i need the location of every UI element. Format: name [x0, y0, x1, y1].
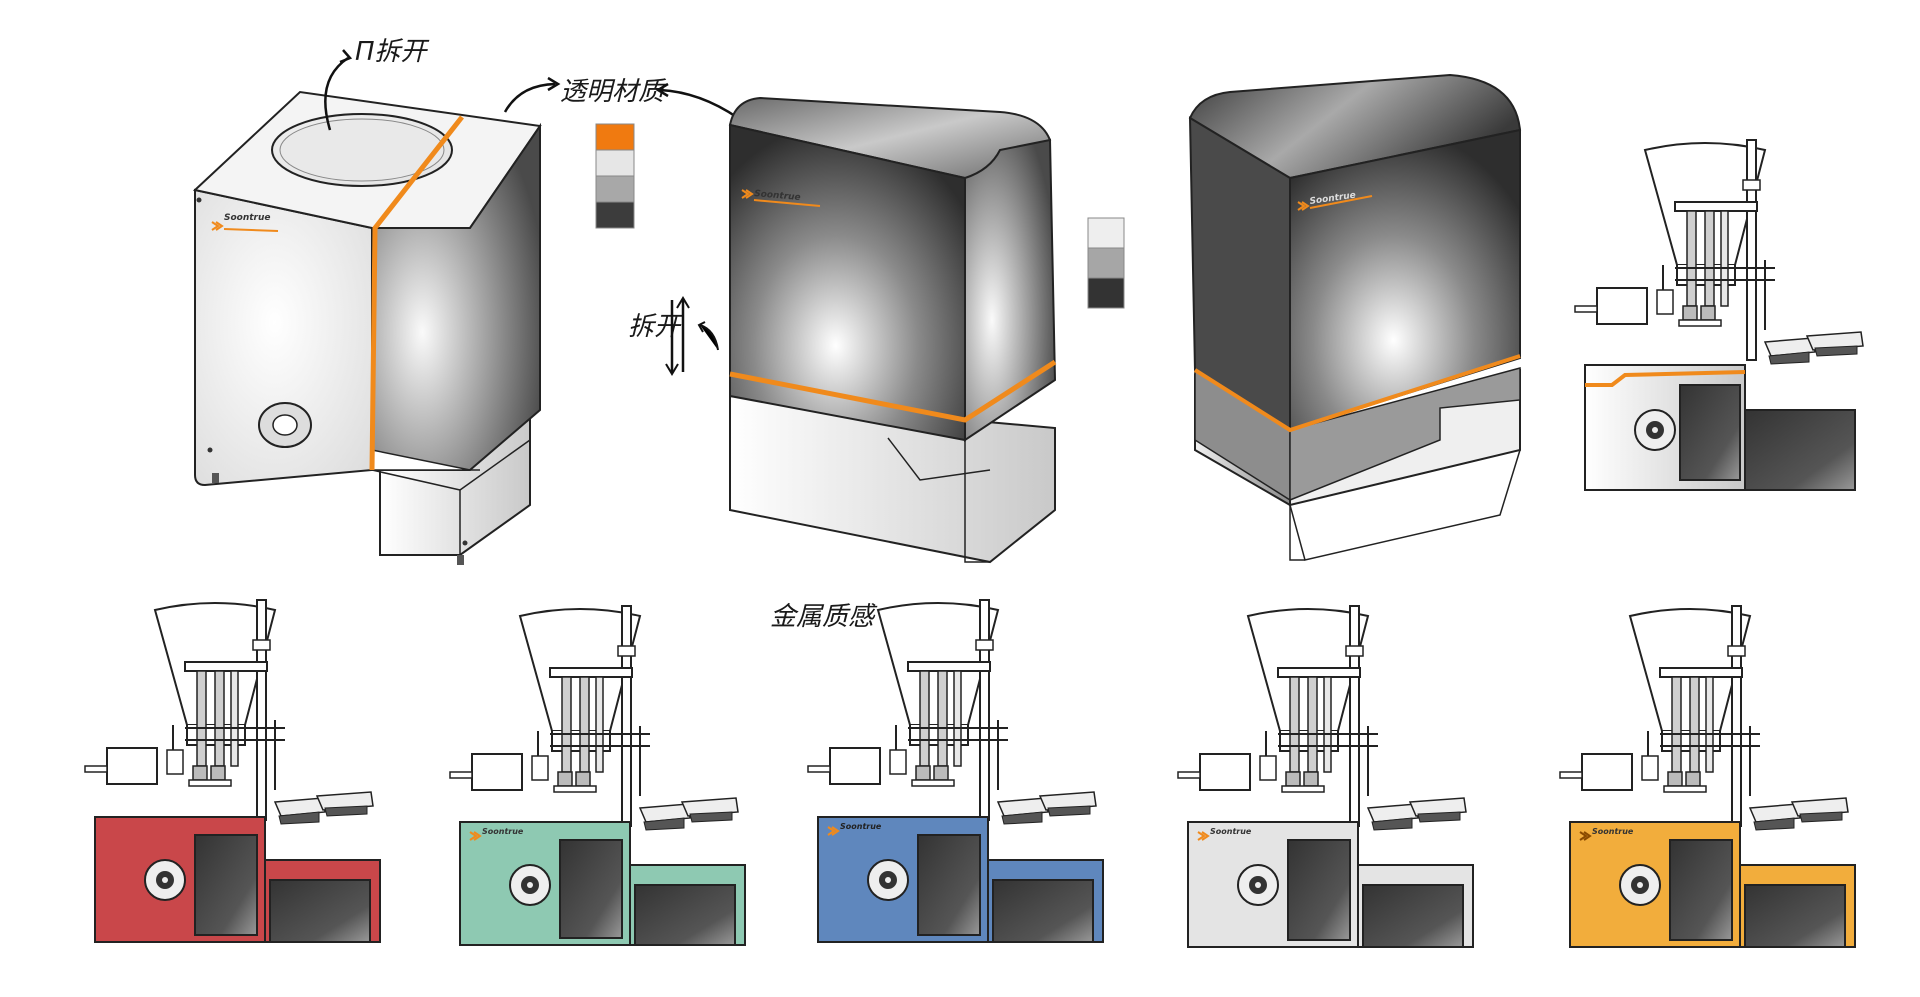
brand-label: Soontrue — [1210, 827, 1252, 836]
color-swatch — [1087, 277, 1125, 309]
color-swatch — [595, 175, 635, 203]
brand-label: Soontrue — [482, 827, 524, 836]
color-swatch — [1087, 217, 1125, 249]
arrow-icon — [324, 56, 349, 131]
split-arrows-icon — [665, 296, 690, 376]
annotation-top: Π拆开 — [355, 37, 430, 67]
color-swatch-column-2 — [1087, 217, 1125, 309]
annotation-transparent-group: 透明材质 — [503, 76, 739, 120]
color-swatch — [595, 149, 635, 177]
annotation-top-group: Π拆开 — [324, 37, 430, 131]
annotation-split-group: 拆开 — [628, 296, 719, 376]
brand-label: Soontrue — [754, 189, 801, 203]
brand-logo-icon: Soontrue — [827, 822, 882, 836]
annotation-transparent: 透明材质 — [560, 77, 667, 107]
brand-logo-icon: Soontrue — [1197, 827, 1252, 841]
color-swatch — [1087, 247, 1125, 279]
concept-2-grey-box: Soontrue — [728, 96, 1057, 564]
brand-label: Soontrue — [224, 213, 271, 223]
variant-yellow: Soontrue — [1559, 605, 1856, 948]
brand-label: Soontrue — [840, 822, 882, 831]
brand-logo-icon: Soontrue — [741, 189, 821, 207]
color-swatch — [595, 123, 635, 151]
brand-label: Soontrue — [1592, 827, 1634, 836]
annotation-metal: 金属质感 — [770, 602, 878, 632]
variant-mint: Soontrue — [449, 605, 746, 946]
concept-4-bagging-machine — [1574, 139, 1864, 491]
concept-3-dark-box: Soontrue — [1188, 73, 1522, 561]
variant-blue: Soontrue — [807, 599, 1104, 943]
arrow-icon — [659, 88, 739, 120]
variant-white: Soontrue — [1177, 605, 1474, 948]
annotation-split: 拆开 — [628, 312, 683, 342]
brand-logo-icon: Soontrue — [1579, 827, 1634, 841]
brand-logo-icon: Soontrue — [211, 213, 279, 232]
arrow-icon — [699, 324, 719, 351]
variant-red — [84, 599, 381, 943]
metal-annotation-group: 金属质感 — [770, 602, 878, 632]
arrow-icon — [503, 82, 556, 113]
brand-logo-icon: Soontrue — [469, 827, 524, 841]
color-swatch — [595, 201, 635, 229]
color-swatch-column-1 — [595, 123, 635, 229]
concept-1-white-cube: Soontrue — [192, 90, 542, 565]
